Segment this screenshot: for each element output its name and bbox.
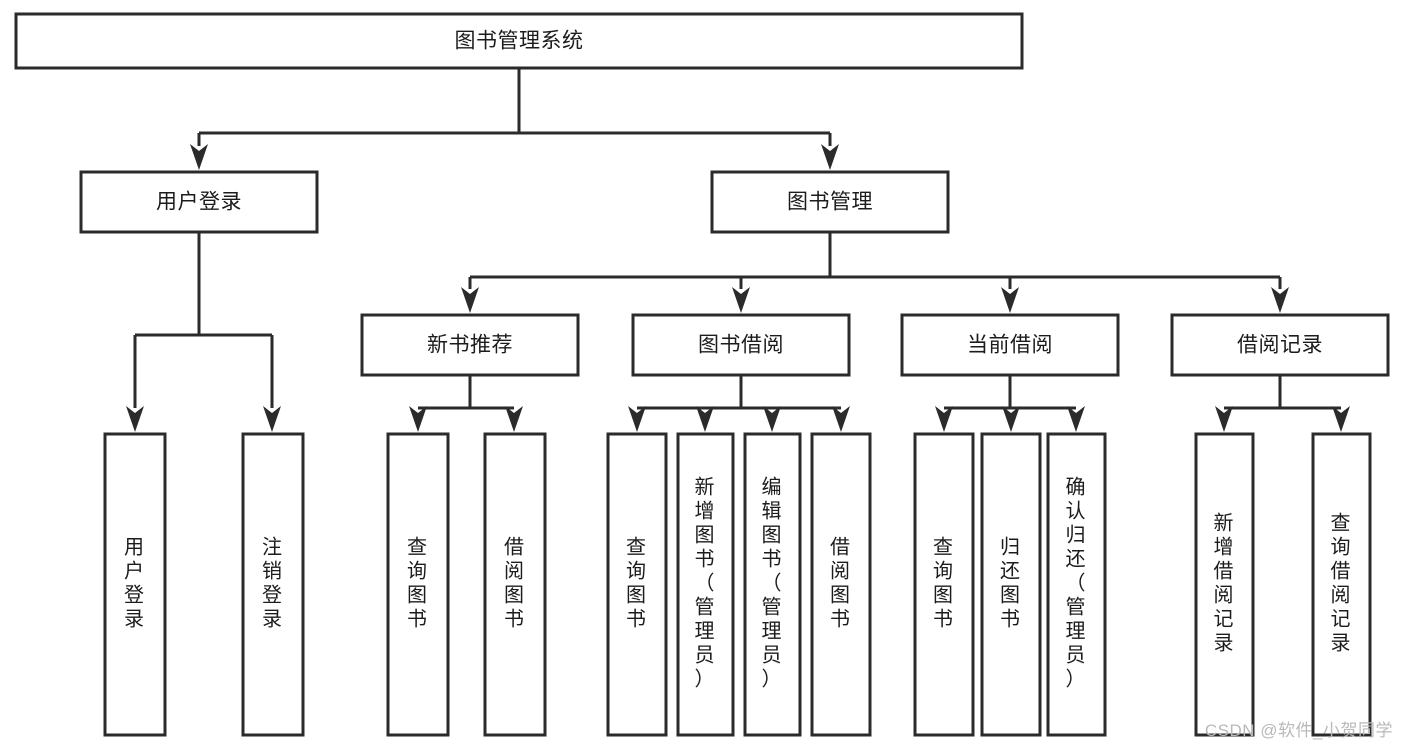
node-label: 归还图书 (1000, 536, 1022, 631)
node-label: 注销登录 (262, 536, 284, 631)
arrow-head-icon (628, 406, 646, 432)
arrow-head-icon (126, 406, 144, 432)
node-box[interactable] (103, 432, 167, 737)
node-box[interactable] (1046, 432, 1107, 737)
arrow-head-icon (1271, 287, 1289, 313)
node-leaf-leaf-add-record[interactable]: 新增借阅记录 (1194, 432, 1255, 737)
node-root-root[interactable]: 图书管理系统 (14, 12, 1024, 70)
arrow-head-icon (1001, 287, 1019, 313)
node-label: 查询图书 (933, 536, 955, 631)
node-box[interactable] (676, 432, 735, 737)
arrow-head-icon (935, 406, 953, 432)
arrow-head-icon (505, 406, 523, 432)
node-label: 新增图书（管理员） (695, 476, 717, 691)
node-leaf-leaf-add-book[interactable]: 新增图书（管理员） (676, 432, 735, 737)
node-leaf-leaf-borrow-book-1[interactable]: 借阅图书 (483, 432, 547, 737)
node-leaf-leaf-user-login[interactable]: 用户登录 (103, 432, 167, 737)
node-label: 借阅图书 (504, 536, 526, 631)
node-label: 查询借阅记录 (1331, 512, 1353, 655)
node-label: 用户登录 (156, 191, 242, 214)
connector-group-root-to-level2 (190, 68, 839, 170)
node-box[interactable] (241, 432, 305, 737)
arrow-head-icon (1215, 406, 1233, 432)
node-label: 新增借阅记录 (1214, 512, 1236, 655)
node-box[interactable] (900, 313, 1120, 377)
arrow-head-icon (1067, 406, 1085, 432)
node-leaf-leaf-query-book-1[interactable]: 查询图书 (386, 432, 450, 737)
node-label: 图书借阅 (698, 334, 784, 357)
node-layer: 图书管理系统用户登录图书管理新书推荐图书借阅当前借阅借阅记录用户登录注销登录查询… (14, 12, 1390, 737)
node-box[interactable] (1194, 432, 1255, 737)
arrow-head-icon (263, 406, 281, 432)
node-box[interactable] (386, 432, 450, 737)
node-label: 新书推荐 (427, 334, 513, 357)
connector-group-borrow-record-to-leaves (1215, 375, 1350, 432)
arrow-head-icon (1332, 406, 1350, 432)
connector-group-user-login-to-leaves (126, 232, 281, 432)
arrow-head-icon (696, 406, 714, 432)
connector-group-new-book-to-leaves (409, 375, 523, 432)
node-label: 查询图书 (407, 536, 429, 631)
arrow-head-icon (763, 406, 781, 432)
node-box[interactable] (606, 432, 668, 737)
connector-group-current-borrow-to-leaves (935, 375, 1085, 432)
arrow-head-icon (190, 144, 208, 170)
node-box[interactable] (483, 432, 547, 737)
connector-group-book-manage-to-level3 (461, 232, 1289, 313)
node-label: 图书管理系统 (455, 30, 584, 53)
node-level3-current-borrow[interactable]: 当前借阅 (900, 313, 1120, 377)
node-label: 确认归还（管理员） (1066, 476, 1088, 691)
node-leaf-leaf-query-book-2[interactable]: 查询图书 (606, 432, 668, 737)
arrow-head-icon (832, 406, 850, 432)
node-box[interactable] (360, 313, 580, 377)
node-level3-new-book-recommend[interactable]: 新书推荐 (360, 313, 580, 377)
node-box[interactable] (631, 313, 851, 377)
node-box[interactable] (710, 170, 950, 234)
node-label: 编辑图书（管理员） (762, 476, 784, 691)
connector-group-book-borrow-to-leaves (628, 375, 850, 432)
node-label: 借阅图书 (830, 536, 852, 631)
arrow-head-icon (732, 287, 750, 313)
node-leaf-leaf-query-record[interactable]: 查询借阅记录 (1311, 432, 1372, 737)
node-level2-book-manage[interactable]: 图书管理 (710, 170, 950, 234)
node-level2-user-login[interactable]: 用户登录 (79, 170, 319, 234)
node-level3-borrow-record[interactable]: 借阅记录 (1170, 313, 1390, 377)
node-label: 图书管理 (787, 191, 873, 214)
node-leaf-leaf-edit-book[interactable]: 编辑图书（管理员） (743, 432, 802, 737)
node-label: 借阅记录 (1237, 334, 1323, 357)
arrow-head-icon (461, 287, 479, 313)
node-label: 查询图书 (626, 536, 648, 631)
node-box[interactable] (1170, 313, 1390, 377)
node-box[interactable] (810, 432, 872, 737)
node-leaf-leaf-return-book[interactable]: 归还图书 (980, 432, 1042, 737)
connector-layer (126, 68, 1350, 432)
node-label: 用户登录 (124, 537, 146, 631)
arrow-head-icon (1002, 406, 1020, 432)
node-leaf-leaf-borrow-book-2[interactable]: 借阅图书 (810, 432, 872, 737)
node-leaf-leaf-query-book-3[interactable]: 查询图书 (913, 432, 975, 737)
arrow-head-icon (409, 406, 427, 432)
node-level3-book-borrow[interactable]: 图书借阅 (631, 313, 851, 377)
arrow-head-icon (821, 144, 839, 170)
node-box[interactable] (913, 432, 975, 737)
node-leaf-leaf-confirm-return[interactable]: 确认归还（管理员） (1046, 432, 1107, 737)
node-label: 当前借阅 (967, 334, 1053, 357)
node-box[interactable] (1311, 432, 1372, 737)
node-box[interactable] (14, 12, 1024, 70)
node-box[interactable] (79, 170, 319, 234)
node-box[interactable] (743, 432, 802, 737)
node-leaf-leaf-user-logout[interactable]: 注销登录 (241, 432, 305, 737)
node-box[interactable] (980, 432, 1042, 737)
